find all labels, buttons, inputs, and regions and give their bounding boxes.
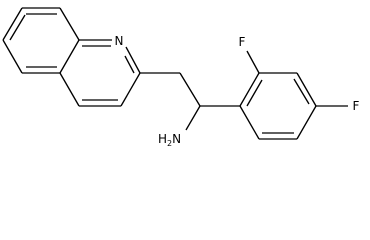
double-bond-inner bbox=[124, 55, 135, 74]
fluorine-ortho-label: F bbox=[239, 35, 246, 49]
amine-bond bbox=[185, 105, 201, 131]
bond bbox=[59, 7, 80, 41]
bond bbox=[2, 39, 23, 74]
bond bbox=[59, 39, 80, 74]
ethyl-linker bbox=[140, 72, 201, 131]
double-bond-inner bbox=[246, 79, 263, 107]
bond bbox=[179, 72, 201, 107]
double-bond-inner bbox=[9, 14, 26, 41]
ring-nitrogen-label: N bbox=[115, 34, 124, 48]
bond bbox=[239, 72, 260, 107]
amine-n-label: N bbox=[172, 132, 181, 146]
amine-label: H2N bbox=[158, 132, 181, 148]
bond bbox=[120, 72, 141, 107]
bond bbox=[2, 7, 23, 41]
fluorine-para-label: F bbox=[353, 99, 360, 113]
bond bbox=[296, 72, 317, 107]
bond bbox=[296, 105, 317, 140]
bond bbox=[125, 46, 141, 74]
atom-labels: N F F H2N bbox=[115, 34, 360, 148]
quinoline-pyridine-ring bbox=[59, 39, 141, 107]
double-bond-inner bbox=[293, 78, 310, 105]
difluorophenyl-ring bbox=[200, 50, 348, 140]
chemical-structure-diagram: N F F H2N bbox=[2, 7, 360, 148]
c-f-bond bbox=[246, 50, 260, 74]
bond bbox=[239, 105, 260, 140]
amine-h-label: H bbox=[158, 132, 167, 146]
amine-subscript: 2 bbox=[167, 139, 172, 148]
quinoline-benzo-ring bbox=[2, 7, 80, 74]
bond bbox=[59, 72, 80, 107]
